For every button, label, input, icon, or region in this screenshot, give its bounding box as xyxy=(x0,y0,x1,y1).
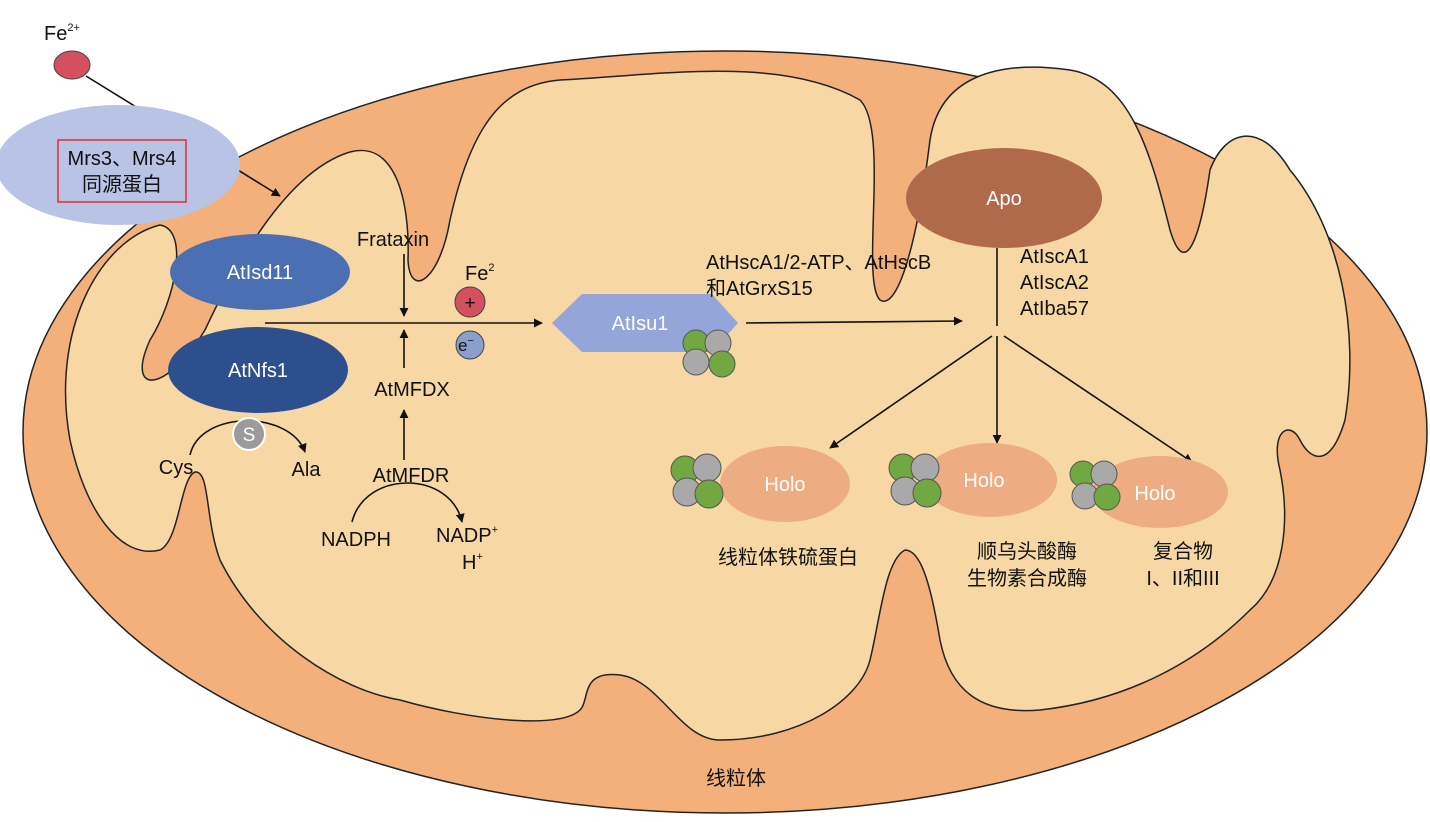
fe2-plus-label: + xyxy=(464,293,475,314)
fe-ion-label: Fe2+ xyxy=(44,22,80,45)
holo-label-3: Holo xyxy=(1134,483,1175,505)
target2-label-line2: 生物素合成酶 xyxy=(967,567,1087,590)
holo-label-2: Holo xyxy=(963,470,1004,492)
target3-label-line2: I、II和III xyxy=(1146,567,1219,590)
nfs1-protein xyxy=(168,327,348,413)
transporter-box xyxy=(57,139,187,203)
holo3-fes-cluster xyxy=(1069,460,1121,511)
isd11-label: AtIsd11 xyxy=(227,262,293,284)
holo2-fes-cluster xyxy=(888,453,942,508)
cys-label: Cys xyxy=(159,457,193,479)
target2-label-line1: 顺乌头酸酶 xyxy=(977,540,1077,563)
holo1-fes-cluster xyxy=(670,453,724,509)
sulfur-atom xyxy=(232,417,266,451)
holo-protein-1 xyxy=(720,446,850,522)
holo-protein-3 xyxy=(1092,456,1228,528)
transporter-label-line1: Mrs3、Mrs4 xyxy=(68,148,177,170)
mitochondria-label: 线粒体 xyxy=(706,767,766,790)
a-type-label-2: AtIscA2 xyxy=(1020,272,1089,294)
isd11-protein xyxy=(170,234,350,310)
to-holo1-arrow xyxy=(829,335,993,449)
holo-protein-2 xyxy=(923,443,1057,517)
apo-protein xyxy=(906,148,1102,248)
mfdx-label: AtMFDX xyxy=(374,379,450,401)
ala-label: Ala xyxy=(292,459,322,481)
mfdr-label: AtMFDR xyxy=(373,465,450,487)
a-type-label-1: AtIscA1 xyxy=(1020,246,1089,268)
nadp-label: NADP+ xyxy=(436,524,498,547)
sulfur-label: S xyxy=(243,425,256,446)
nfs1-label: AtNfs1 xyxy=(228,360,288,382)
isu1-to-apo-arrow xyxy=(745,316,963,326)
nadph-label: NADPH xyxy=(321,529,391,551)
isu1-label: AtIsu1 xyxy=(612,313,669,335)
h-label: H+ xyxy=(462,551,483,574)
fe2-label: Fe2 xyxy=(465,262,494,285)
fe2-ion xyxy=(454,286,486,318)
frataxin-label: Frataxin xyxy=(357,229,429,251)
nadph-arrow xyxy=(351,482,465,523)
target1-label: 线粒体铁硫蛋白 xyxy=(718,546,858,569)
chaperones-label-line1: AtHscA1/2-ATP、AtHscB xyxy=(706,252,931,274)
chaperones-label-line2: 和AtGrxS15 xyxy=(706,277,813,300)
holo-label-1: Holo xyxy=(764,474,805,496)
transporter-label-line2: 同源蛋白 xyxy=(82,173,162,196)
a-type-label-3: AtIba57 xyxy=(1020,298,1089,320)
to-holo3-arrow xyxy=(1003,335,1193,463)
target3-label-line1: 复合物 xyxy=(1153,540,1213,563)
fe-ion xyxy=(53,50,91,80)
isu1-fes-cluster xyxy=(682,329,736,378)
apo-label: Apo xyxy=(986,188,1022,210)
mrs-transporter xyxy=(0,105,240,225)
electron xyxy=(455,330,485,360)
electron-label: e− xyxy=(458,335,474,355)
